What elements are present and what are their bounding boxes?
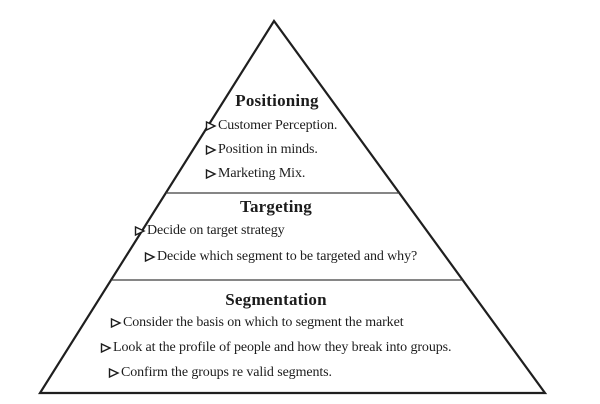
bullet-item: Customer Perception.	[205, 118, 337, 133]
arrowhead-bullet-icon	[134, 225, 146, 237]
arrowhead-bullet-icon	[205, 144, 217, 156]
arrowhead-bullet-icon	[108, 367, 120, 379]
arrowhead-bullet-icon	[205, 120, 217, 132]
bullet-item: Look at the profile of people and how th…	[100, 340, 451, 355]
bullet-text: Customer Perception.	[218, 118, 338, 133]
bullet-item: Decide on target strategy	[134, 223, 285, 238]
arrowhead-bullet-icon	[144, 251, 156, 263]
bullet-text: Decide which segment to be targeted and …	[157, 249, 418, 264]
level-title-targeting: Targeting	[239, 197, 313, 216]
level-title-segmentation: Segmentation	[225, 290, 327, 309]
bullet-text: Confirm the groups re valid segments.	[121, 365, 332, 380]
arrowhead-bullet-icon	[100, 342, 112, 354]
bullet-text: Position in minds.	[218, 142, 318, 157]
bullet-item: Consider the basis on which to segment t…	[110, 315, 404, 330]
bullet-item: Marketing Mix.	[205, 166, 305, 181]
bullet-text: Marketing Mix.	[218, 166, 306, 181]
bullet-text: Consider the basis on which to segment t…	[123, 315, 404, 330]
bullet-text: Look at the profile of people and how th…	[113, 340, 452, 355]
arrowhead-bullet-icon	[205, 168, 217, 180]
bullet-item: Position in minds.	[205, 142, 318, 157]
level-title-positioning: Positioning	[235, 91, 319, 110]
bullet-text: Decide on target strategy	[147, 223, 285, 238]
bullet-item: Confirm the groups re valid segments.	[108, 365, 332, 380]
bullet-item: Decide which segment to be targeted and …	[144, 249, 417, 264]
arrowhead-bullet-icon	[110, 317, 122, 329]
triangle-shape	[38, 19, 548, 395]
